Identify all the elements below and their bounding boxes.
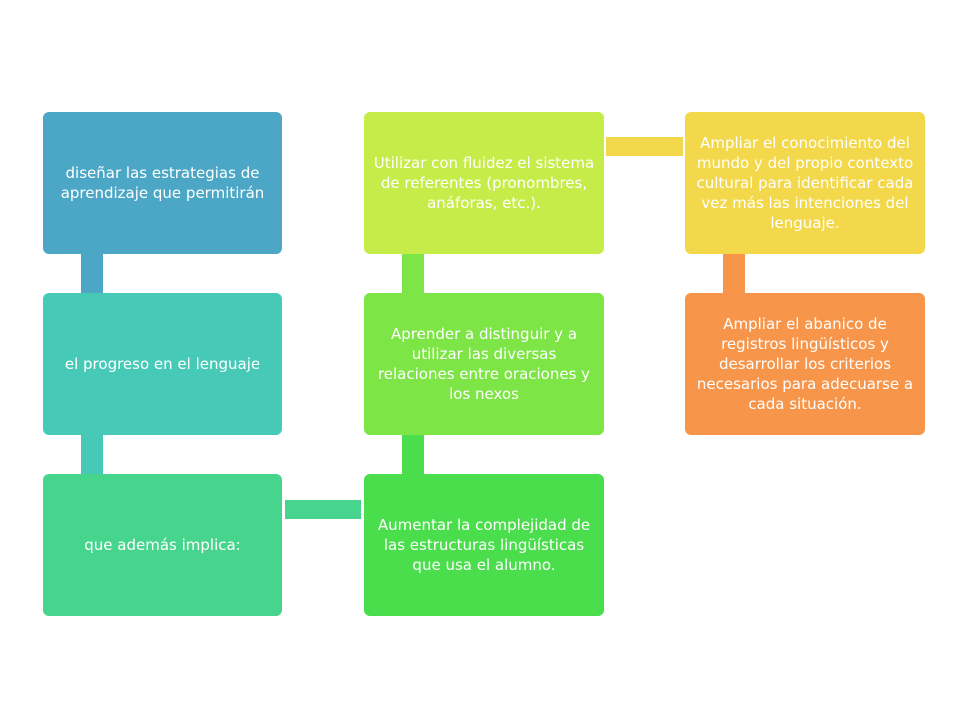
node-language-progress: el progreso en el lenguaje: [43, 293, 282, 435]
node-expand-knowledge: Ampliar el conocimiento del mundo y del …: [685, 112, 925, 254]
node-also-implies: que además implica:: [43, 474, 282, 616]
connector-5-6: [402, 254, 424, 293]
connector-2-3: [81, 435, 103, 474]
connector-7-8: [723, 254, 745, 293]
node-label: diseñar las estrategias de aprendizaje q…: [60, 164, 265, 202]
node-label: el progreso en el lenguaje: [64, 355, 261, 373]
node-label: Utilizar con fluidez el sistema de refer…: [373, 154, 595, 212]
node-label: Aumentar la complejidad de las estructur…: [377, 516, 591, 574]
node-label: Aprender a distinguir y a utilizar las d…: [377, 325, 591, 403]
node-label: que además implica:: [84, 536, 241, 554]
connector-1-2: [81, 254, 103, 293]
connector-6-7: [606, 137, 683, 156]
node-distinguish-relations: Aprender a distinguir y a utilizar las d…: [364, 293, 604, 435]
connector-4-5: [402, 435, 424, 474]
node-expand-registers: Ampliar el abanico de registros lingüíst…: [685, 293, 925, 435]
node-design-strategies: diseñar las estrategias de aprendizaje q…: [43, 112, 282, 254]
node-use-referents: Utilizar con fluidez el sistema de refer…: [364, 112, 604, 254]
connector-3-4: [285, 500, 361, 519]
node-label: Ampliar el conocimiento del mundo y del …: [696, 134, 914, 232]
node-label: Ampliar el abanico de registros lingüíst…: [696, 315, 914, 413]
node-increase-complexity: Aumentar la complejidad de las estructur…: [364, 474, 604, 616]
